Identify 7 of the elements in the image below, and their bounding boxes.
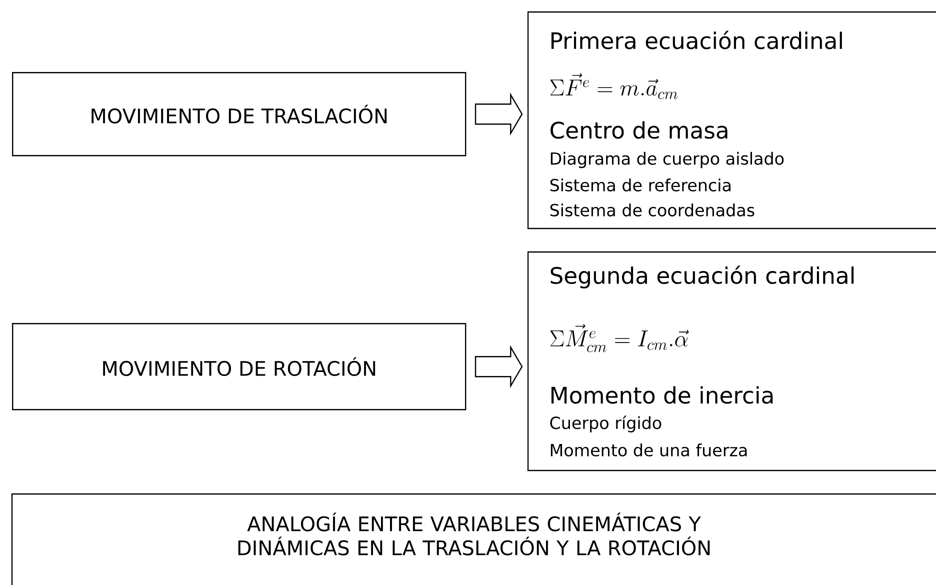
text-box: Primera ecuación cardinal $\Sigma\vec{F}^{e} = m.\vec{a}_{cm}$ Centro de masa Diagrama de cuerpo aislado Sistema de referencia Sistema de coordenadas [527,11,936,230]
text-box: ANALOGÍA ENTRE VARIABLES CINEMÁTICAS Y DINÁMICAS EN LA TRASLACIÓN Y LA ROTACIÓN [11,493,936,585]
block-arrow [474,92,523,136]
text-box: MOVIMIENTO DE ROTACIÓN [12,323,466,410]
block-arrow [474,345,523,388]
text-box: MOVIMIENTO DE TRASLACIÓN [12,72,466,156]
text-box: Segunda ecuación cardinal $\Sigma\vec{M}^{e}_{cm} = I_{cm}.\vec{\alpha}$ Momento de inercia Cuerpo rígido Momento de una fuerza [527,251,936,472]
